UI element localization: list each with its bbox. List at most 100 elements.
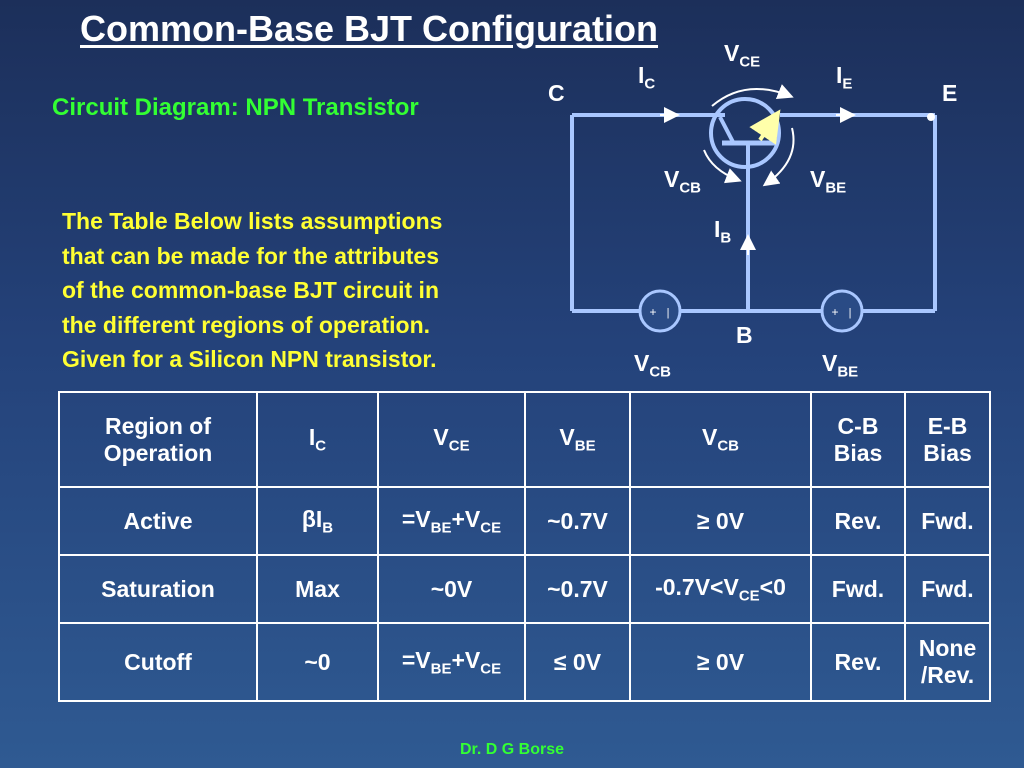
label-main: I [714,216,721,242]
ie-label: IE [836,62,852,93]
cell-sub: CE [480,660,502,678]
label-sub: B [720,229,732,247]
label-sub: CE [739,53,761,71]
cell-vce: =VBE+VCE [377,622,526,702]
cell-vce: ~0V [377,554,526,624]
source-minus-sign: | [849,307,852,319]
emitter-label: E [942,80,958,106]
cell-line: None [918,635,977,661]
vce-label: VCE [724,40,760,71]
cell-ic: Max [256,554,379,624]
label-sub: CB [649,363,672,381]
cell-sub: B [322,519,334,537]
header-sub: BE [574,437,596,455]
cell-eb-bias: None/Rev. [904,622,991,702]
cell-part: <0 [759,573,786,600]
intro-line: Given for a Silicon NPN transistor. [62,346,437,372]
intro-line: the different regions of operation. [62,311,431,338]
cell-part: =V [401,646,431,673]
emitter-terminal-dot [927,113,935,121]
cell-region: Cutoff [58,622,258,702]
label-sub: E [842,75,853,93]
dc-source-vbe: + | [820,289,864,333]
label-main: I [836,62,843,88]
dc-source-vcb: + | [638,289,682,333]
cell-sub: CE [738,587,760,605]
label-main: V [664,166,680,192]
cell-cb-bias: Fwd. [810,554,906,624]
table-row: Cutoff ~0 =VBE+VCE ≤ 0V ≥ 0V Rev. None/R… [58,622,991,702]
label-main: V [822,350,838,376]
cell-line: /Rev. [920,662,975,688]
cell-part: +V [451,646,481,673]
vbe-label: VBE [810,166,846,197]
header-main: V [701,424,718,451]
npn-transistor-symbol [709,97,781,169]
cell-vce: =VBE+VCE [377,486,526,556]
cell-sub: BE [430,660,452,678]
cell-vcb: ≥ 0V [629,622,812,702]
intro-line: of the common-base BJT circuit in [62,277,439,303]
label-main: I [638,62,645,88]
circuit-wires [570,113,937,313]
cell-vbe: ~0.7V [524,486,631,556]
cell-vcb: ≥ 0V [629,486,812,556]
voltage-arcs [703,84,795,187]
cell-ic: ~0 [256,622,379,702]
label-main: V [724,40,740,66]
cell-region: Saturation [58,554,258,624]
cell-eb-bias: Fwd. [904,486,991,556]
header-line: Bias [923,439,972,466]
cell-region: Active [58,486,258,556]
ic-label: IC [638,62,655,93]
cell-eb-bias: Fwd. [904,554,991,624]
slide-title: Common-Base BJT Configuration [80,8,659,49]
author-footer: Dr. D G Borse [459,741,565,758]
header-vbe: VBE [524,391,631,488]
header-line: C-B [837,412,879,439]
table-row: Saturation Max ~0V ~0.7V -0.7V<VCE<0 Fwd… [58,554,991,624]
base-label: B [736,322,753,348]
cell-part: -0.7V<V [655,573,739,600]
header-vcb: VCB [629,391,812,488]
header-line: E-B [927,412,968,439]
source-minus-sign: | [667,307,670,319]
header-sub: CE [448,437,470,455]
cell-vbe: ~0.7V [524,554,631,624]
table-row: Active βIB =VBE+VCE ~0.7V ≥ 0V Rev. Fwd. [58,486,991,556]
intro-paragraph: The Table Below lists assumptions that c… [62,204,542,377]
source-plus-sign: + [831,305,838,319]
label-sub: CB [679,179,702,197]
vbe-source-label: VBE [822,350,858,381]
header-line: Region of [104,412,212,439]
label-sub: BE [837,363,859,381]
source-plus-sign: + [649,305,656,319]
circuit-diagram-subtitle: Circuit Diagram: NPN Transistor [52,94,419,121]
cell-part: =V [401,505,431,532]
label-sub: C [644,75,656,93]
header-line: Operation [103,439,213,466]
cell-sub: BE [430,519,452,537]
vcb-source-label: VCB [634,350,671,381]
header-main: I [308,424,316,451]
collector-label: C [548,80,565,106]
label-main: V [634,350,650,376]
ib-label: IB [714,216,731,247]
header-sub: CB [717,437,739,455]
header-line: Bias [833,439,883,466]
vcb-label: VCB [664,166,701,197]
cell-cb-bias: Rev. [810,486,906,556]
intro-line: The Table Below lists assumptions [62,208,443,234]
label-main: V [810,166,826,192]
header-main: V [559,424,575,451]
header-ic: IC [256,391,379,488]
cell-part: +V [451,505,481,532]
cell-sub: CE [480,519,502,537]
label-sub: BE [825,179,847,197]
